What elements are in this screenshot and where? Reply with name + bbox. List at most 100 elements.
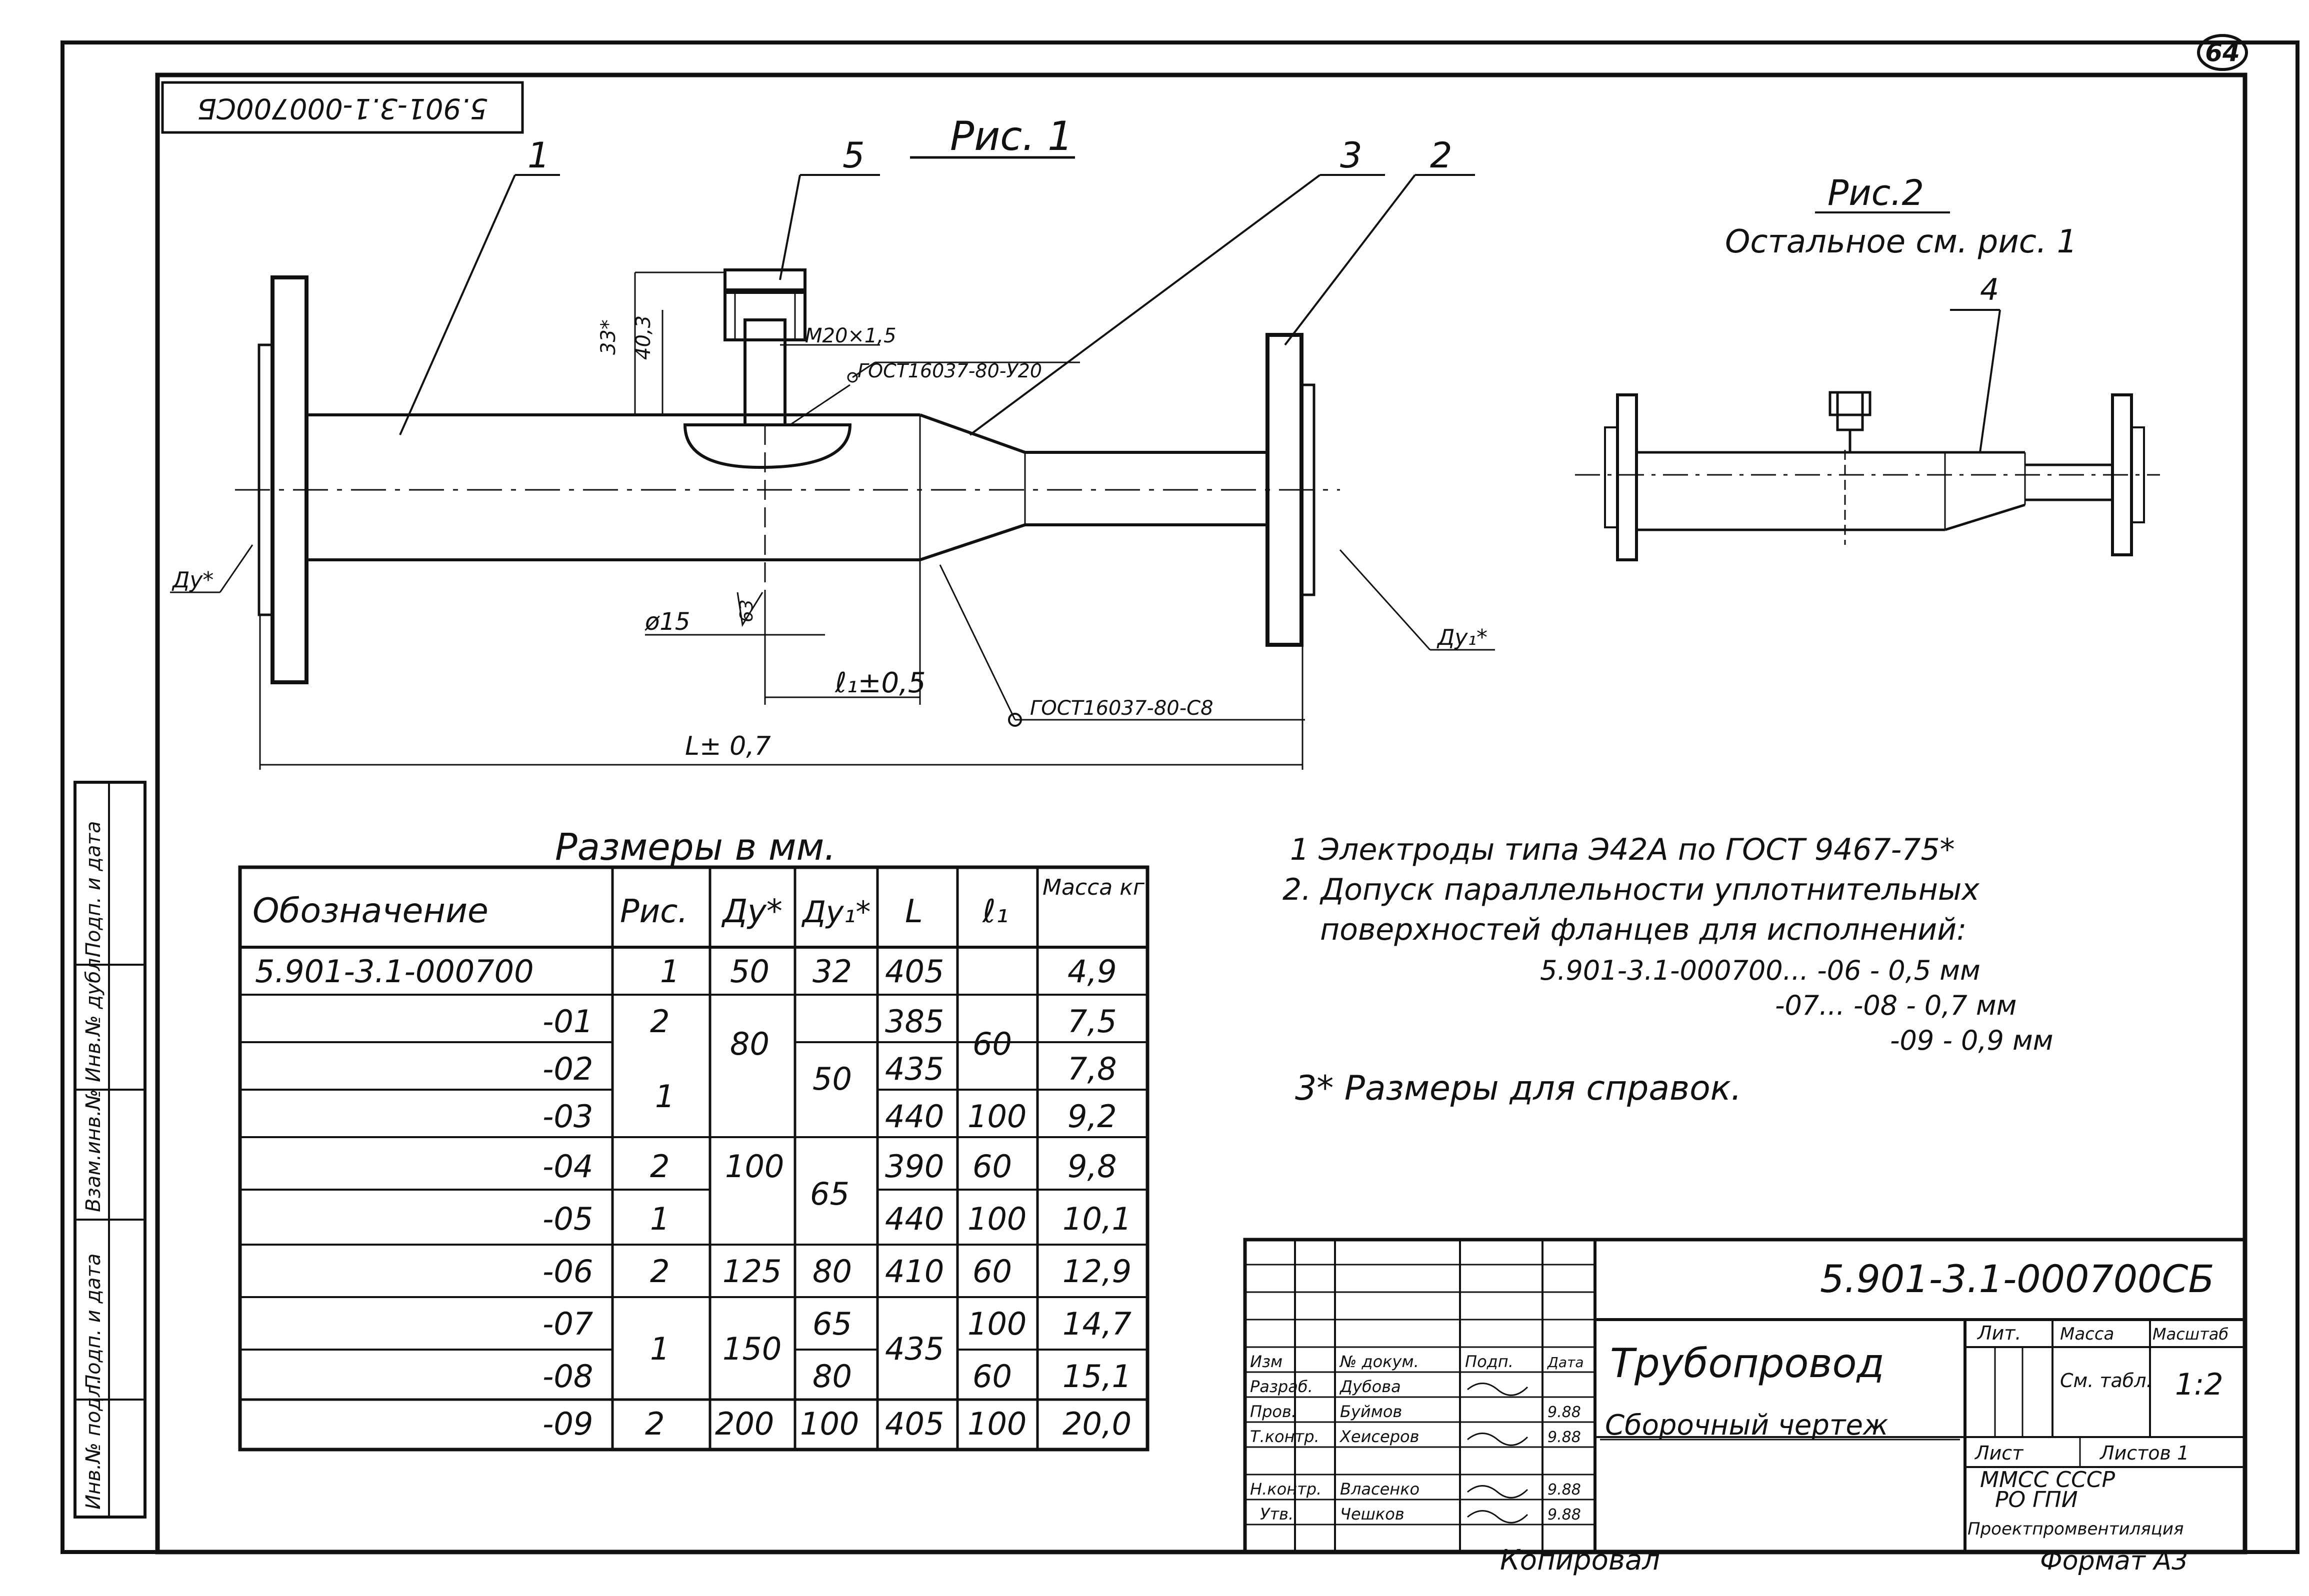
cell-dy: 125 [722,1253,782,1290]
strip-vzam: Взам.инв.№ [82,1089,105,1212]
tb-format: Формат А3 [2040,1546,2188,1576]
sheet-number: 64 [2205,38,2240,67]
cell-fig: 2 [650,1253,670,1290]
cell-designation: -01 [542,1003,593,1040]
cell-mass: 9,8 [1068,1148,1117,1185]
tb-scale-value: 1:2 [2175,1367,2224,1402]
tb-date-2: 9.88 [1548,1404,1581,1421]
cell-designation: 5.901-3.1-000700 [255,953,534,990]
weld-bottom-label: ГОСТ16037-80-С8 [1030,697,1214,720]
nipple [744,318,786,426]
tb-sheets-label: Листов 1 [2099,1442,2189,1464]
cell-designation: -07 [542,1306,593,1342]
cell-mass: 12,9 [1062,1253,1132,1290]
cell-l1: 100 [968,1201,1026,1237]
cell-mass: 10,1 [1062,1201,1132,1237]
notes: 1 Электроды типа Э42А по ГОСТ 9467-75* 2… [1282,832,2054,1108]
callout-2: 2 [1430,135,1452,176]
tb-mass-label: Масса [2060,1324,2114,1344]
cell-designation: -05 [542,1201,593,1237]
table-caption: Размеры в мм. [555,826,836,869]
dim-l1: ℓ₁±0,5 [834,667,926,699]
cell-designation: -08 [542,1358,593,1395]
cell-L: 405 [885,1406,944,1442]
cell-fig: 1 [660,953,680,990]
note-2-cont: поверхностей фланцев для исполнений: [1320,912,1966,947]
strip-inv-dubl: Инв.№ дубл. [82,952,105,1082]
cell-designation: -03 [542,1098,593,1135]
tb-sheet-label: Лист [1974,1442,2024,1464]
header-L: L [905,893,923,930]
tb-scale-label: Масштаб [2152,1325,2228,1344]
left-strip: Инв.№ подл. Подп. и дата Взам.инв.№ Инв.… [74,781,146,1519]
strip-inv-podl: Инв.№ подл. [82,1378,105,1510]
tb-role-0: Изм [1250,1352,1282,1371]
dim-dia-15: ø15 [644,608,690,636]
cell-dy1: 65 [810,1176,850,1212]
tb-role-3: Т.контр. [1250,1427,1320,1446]
tb-name: Трубопровод [1610,1340,1884,1387]
cell-dy1: 50 [812,1061,852,1097]
dim-dy-right: Ду₁* [1436,625,1488,650]
cell-designation: -04 [542,1148,593,1185]
tb-role-4: Н.контр. [1250,1480,1322,1499]
cell-fig: 2 [650,1148,670,1185]
dim-L: L± 0,7 [685,731,771,761]
callout-3: 3 [1340,135,1362,176]
tb-date-0: Дата [1546,1354,1584,1371]
cell-dy1: 32 [812,953,852,990]
cell-L: 390 [885,1148,944,1185]
inner-frame [155,72,2248,1555]
note-2-line-c: -09 - 0,9 мм [1890,1025,2054,1056]
figure-2: Рис.2 Остальное см. рис. 1 4 [1575,172,2160,561]
dim-40: 40,3 [632,315,655,360]
cell-dy: 150 [722,1331,782,1367]
header-l1: ℓ₁ [982,893,1008,930]
dim-dy-left: Ду* [172,567,214,593]
left-flange [270,275,308,684]
tb-org-2: РО ГПИ [1995,1487,2078,1513]
cell-dy: 80 [730,1026,770,1062]
tb-name-3: Хеисеров [1339,1427,1419,1446]
tb-role-1: Разраб. [1250,1377,1313,1396]
rotated-code-box [161,81,524,134]
cell-L: 440 [885,1098,944,1135]
cell-mass: 15,1 [1062,1358,1132,1395]
cell-l1: 100 [968,1406,1026,1442]
cell-mass: 4,9 [1068,953,1117,990]
header-dy1: Ду₁* [801,895,870,930]
cell-fig: 1 [650,1201,670,1237]
note-1: 1 Электроды типа Э42А по ГОСТ 9467-75* [1290,832,1955,867]
cell-designation: -06 [542,1253,593,1290]
cell-designation: -09 [542,1406,593,1442]
header-dy: Ду* [721,893,782,930]
weld-saddle [683,423,852,469]
tb-copied: Копировал [1500,1544,1660,1577]
tb-date-4: 9.88 [1548,1481,1581,1499]
tb-date-5: 9.88 [1548,1506,1581,1524]
sheet-number-circle [2197,34,2248,71]
header-designation: Обозначение [252,891,488,931]
tb-name-1: Дубова [1339,1377,1401,1396]
cell-L: 385 [885,1003,944,1040]
cell-fig: 2 [645,1406,664,1442]
weld-top-label: ГОСТ16037-80-У20 [858,360,1042,382]
figure-2-title: Рис.2 [1828,172,1924,213]
cell-dy1: 80 [812,1253,852,1290]
cell-l1: 100 [968,1098,1026,1135]
cell-fig: 1 [655,1078,674,1115]
union-nut [724,288,806,341]
figure-1: Рис. 1 1 5 [170,113,1495,770]
cell-dy: 200 [715,1406,774,1442]
thread-label: М20×1,5 [805,324,896,347]
cell-designation: -02 [542,1051,593,1087]
cell-l1: 60 [972,1253,1012,1290]
dim-33: 33* [597,319,620,355]
callout-4: 4 [1980,272,1999,307]
cell-dy: 50 [730,953,770,990]
cell-L: 410 [885,1253,944,1290]
tb-name-4: Власенко [1340,1480,1420,1499]
cell-l1: 60 [972,1026,1012,1062]
callout-5: 5 [842,135,865,176]
